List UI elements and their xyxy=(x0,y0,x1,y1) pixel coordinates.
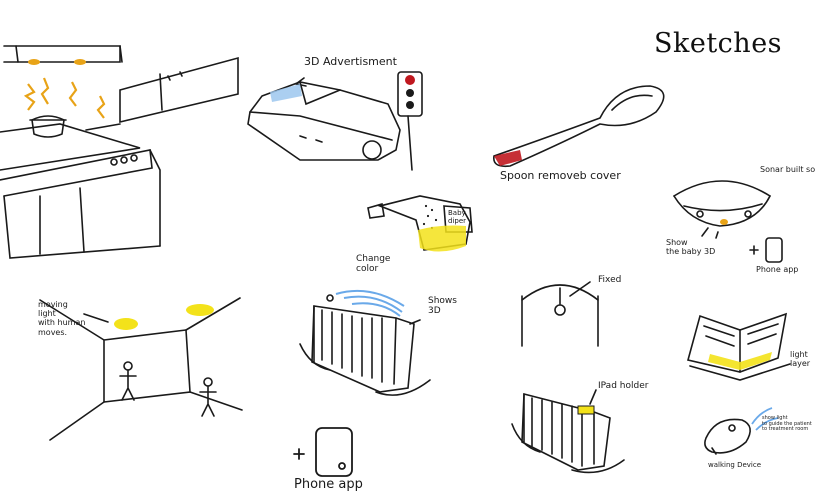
moving-light-marks xyxy=(114,304,214,330)
page-title: Sketches xyxy=(654,28,783,59)
diaper-inner-label: Baby diper xyxy=(448,209,467,225)
headband-light-icon xyxy=(720,219,728,225)
device-light-rays xyxy=(751,407,779,431)
change-color-label: Change color xyxy=(356,254,391,275)
flame-marks xyxy=(23,59,106,119)
spoon-label: Spoon removeb cover xyxy=(500,169,621,182)
ipad-holder-icon xyxy=(577,405,595,415)
light-layer-label: light layer xyxy=(790,350,811,369)
shows-3d-label: Shows 3D xyxy=(428,296,457,317)
walking-tiny-label: show light to guide the patient to treat… xyxy=(762,415,812,432)
moving-light-label: moving light with human moves. xyxy=(38,300,86,337)
projection-rays xyxy=(335,289,405,317)
phone-app-large-label: Phone app xyxy=(294,477,363,492)
phone-app-small-label: Phone app xyxy=(756,265,799,274)
walking-device-label: walking Device xyxy=(708,461,762,469)
ad-label: 3D Advertisment xyxy=(304,55,397,68)
ipad-holder-label: IPad holder xyxy=(598,381,649,391)
sonar-label: Sonar built so xyxy=(760,165,816,174)
show-baby-label: Show the baby 3D xyxy=(666,238,716,257)
red-light-icon xyxy=(405,75,415,85)
fixed-label: Fixed xyxy=(598,275,622,285)
